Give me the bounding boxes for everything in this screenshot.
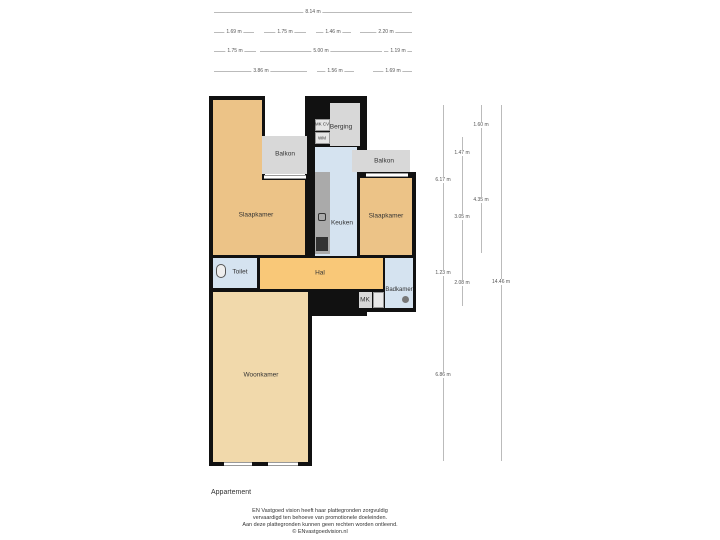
dim: 6.86 m xyxy=(433,372,453,378)
label-badkamer: Badkamer xyxy=(385,287,413,293)
dim: 1.69 m xyxy=(383,68,403,74)
window xyxy=(224,462,252,466)
stove-icon xyxy=(316,237,328,251)
label-balkon-left: Balkon xyxy=(275,150,295,158)
dim: 2.08 m xyxy=(452,280,472,286)
shower-box xyxy=(373,292,384,308)
dim: 1.47 m xyxy=(452,150,472,156)
disclaimer: EN Vastgoed vision heeft haar plattegron… xyxy=(210,508,430,536)
dim: 2.20 m xyxy=(376,29,396,35)
window xyxy=(366,173,408,177)
label-slaapkamer-right: Slaapkamer xyxy=(368,212,404,220)
window xyxy=(268,462,298,466)
dim: 1.19 m xyxy=(388,48,408,54)
room-berging xyxy=(330,103,360,146)
dim: 1.75 m xyxy=(225,48,245,54)
toilet-icon xyxy=(216,264,226,278)
label-balkon-right: Balkon xyxy=(374,157,394,165)
dim: 1.69 m xyxy=(224,29,244,35)
sink-icon xyxy=(318,213,326,221)
room-mk xyxy=(359,292,372,308)
dim: 1.60 m xyxy=(471,122,491,128)
dim: 1.75 m xyxy=(275,29,295,35)
dim: 3.86 m xyxy=(251,68,271,74)
label-mkcv: MK CV xyxy=(314,121,330,127)
room-woonkamer xyxy=(213,292,308,462)
dim: 1.46 m xyxy=(323,29,343,35)
dim-total-width: 8.14 m xyxy=(303,9,323,15)
room-balkon-left xyxy=(262,136,307,174)
dim: 1.56 m xyxy=(325,68,345,74)
label-toilet: Toilet xyxy=(232,268,248,276)
room-balkon-right xyxy=(352,150,410,172)
mkcv-box xyxy=(315,119,330,131)
dim: 4.35 m xyxy=(471,197,491,203)
label-woonkamer: Woonkamer xyxy=(243,371,279,379)
room-hal xyxy=(260,258,383,289)
wm-box xyxy=(315,132,330,144)
label-hal: Hal xyxy=(315,269,325,277)
label-slaapkamer-left: Slaapkamer xyxy=(238,211,274,219)
room-slaapkamer-right xyxy=(360,178,412,255)
dim: 6.17 m xyxy=(433,177,453,183)
label-berging: Berging xyxy=(329,123,353,131)
disclaimer-line: Aan deze plattegronden kunnen geen recht… xyxy=(242,522,398,528)
dim: 5.00 m xyxy=(311,48,331,54)
dim: 1.23 m xyxy=(433,270,453,276)
dim-total-height: 14.46 m xyxy=(489,279,513,285)
dim: 3.05 m xyxy=(452,214,472,220)
disclaimer-line: © ENvastgoedvision.nl xyxy=(292,529,348,535)
room-slaapkamer-left-part xyxy=(213,180,305,255)
label-mk: MK xyxy=(360,296,370,304)
disclaimer-line: vervaardigd ten behoeve van promotionele… xyxy=(252,515,388,521)
sink-icon xyxy=(402,296,409,303)
disclaimer-line: EN Vastgoed vision heeft haar plattegron… xyxy=(252,508,388,514)
plan-title: Appartement xyxy=(211,489,252,496)
label-keuken: Keuken xyxy=(330,219,354,227)
label-wm: WM xyxy=(318,135,326,141)
window xyxy=(264,175,306,179)
